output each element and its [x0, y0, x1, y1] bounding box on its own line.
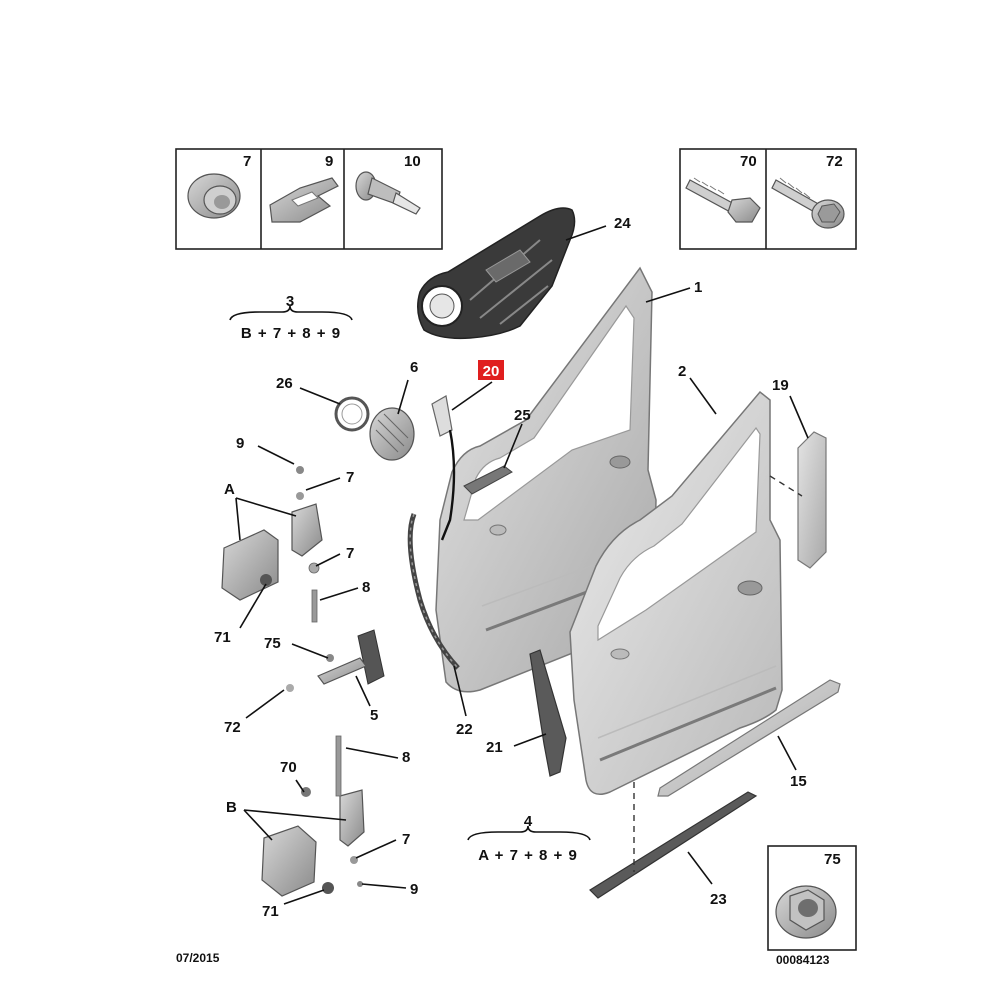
label-9a: 9 [236, 435, 244, 452]
door-inner-module-panel [417, 207, 576, 340]
lower-door-seal [589, 791, 758, 899]
retaining-clip-icon [269, 177, 339, 223]
label-7c: 7 [402, 831, 410, 848]
label-8b: 8 [402, 749, 410, 766]
label-23: 23 [710, 891, 727, 908]
label-9b: 9 [410, 881, 418, 898]
a-pillar-trim [529, 649, 567, 777]
inset-label-70: 70 [740, 153, 757, 170]
kit-3-number: 3 [286, 293, 294, 310]
label-71a: 71 [214, 629, 231, 646]
door-shell-2 [569, 390, 783, 795]
inset-label-10: 10 [404, 153, 421, 170]
label-72: 72 [224, 719, 241, 736]
label-70: 70 [280, 759, 297, 776]
door-check-strap [286, 629, 385, 692]
label-19: 19 [772, 377, 789, 394]
hex-bolt-icon [685, 177, 761, 223]
label-24: 24 [614, 215, 631, 232]
kit-4-formula: 4 A + 7 + 8 + 9 [467, 813, 591, 864]
flange-nut-icon [775, 885, 837, 939]
label-7b: 7 [346, 545, 354, 562]
callout-labels: 24 1 2 19 20 25 6 26 9 7 A 7 8 71 75 72 … [214, 215, 807, 920]
label-71b: 71 [262, 903, 279, 920]
hinge-assembly-a [221, 466, 323, 623]
inset-box-bottom-right: 75 [767, 845, 857, 951]
label-21: 21 [486, 739, 503, 756]
inset-box-right: 70 72 [679, 148, 857, 250]
window-seal-piece [431, 395, 456, 541]
label-75: 75 [264, 635, 281, 652]
inset-label-72: 72 [826, 153, 843, 170]
label-B: B [226, 799, 237, 816]
label-26: 26 [276, 375, 293, 392]
label-25: 25 [514, 407, 531, 424]
door-weatherstrip [407, 513, 460, 670]
highlighted-label-20: 20 [478, 360, 504, 380]
label-1: 1 [694, 279, 702, 296]
label-7a: 7 [346, 469, 354, 486]
speaker-gasket-ring [334, 396, 370, 432]
label-5: 5 [370, 707, 378, 724]
inset-box-left: 7 9 10 [175, 148, 443, 250]
label-6: 6 [410, 359, 418, 376]
label-20: 20 [483, 363, 500, 380]
kit-3-formula: 3 B + 7 + 8 + 9 [229, 293, 353, 342]
leader-lines [235, 225, 809, 905]
b-pillar-trim-strip [797, 431, 827, 569]
date-code: 07/2015 [176, 951, 220, 965]
label-A: A [224, 481, 235, 498]
label-15: 15 [790, 773, 807, 790]
reference-number: 00084123 [776, 953, 830, 967]
hinge-assembly-b [261, 735, 365, 897]
kit-4-formula-text: A + 7 + 8 + 9 [478, 847, 578, 864]
rivet-icon [355, 171, 421, 215]
handle-gasket [463, 465, 513, 495]
speaker-cover [369, 407, 415, 461]
label-22: 22 [456, 721, 473, 738]
inset-label-9: 9 [325, 153, 333, 170]
kit-4-number: 4 [524, 813, 533, 830]
inset-label-75: 75 [824, 851, 841, 868]
inset-label-7: 7 [243, 153, 251, 170]
label-8a: 8 [362, 579, 370, 596]
kit-3-formula-text: B + 7 + 8 + 9 [241, 325, 341, 342]
label-2: 2 [678, 363, 686, 380]
flange-screw-icon [771, 177, 845, 229]
door-moulding-strip [657, 679, 841, 797]
grommet-icon [187, 173, 241, 219]
